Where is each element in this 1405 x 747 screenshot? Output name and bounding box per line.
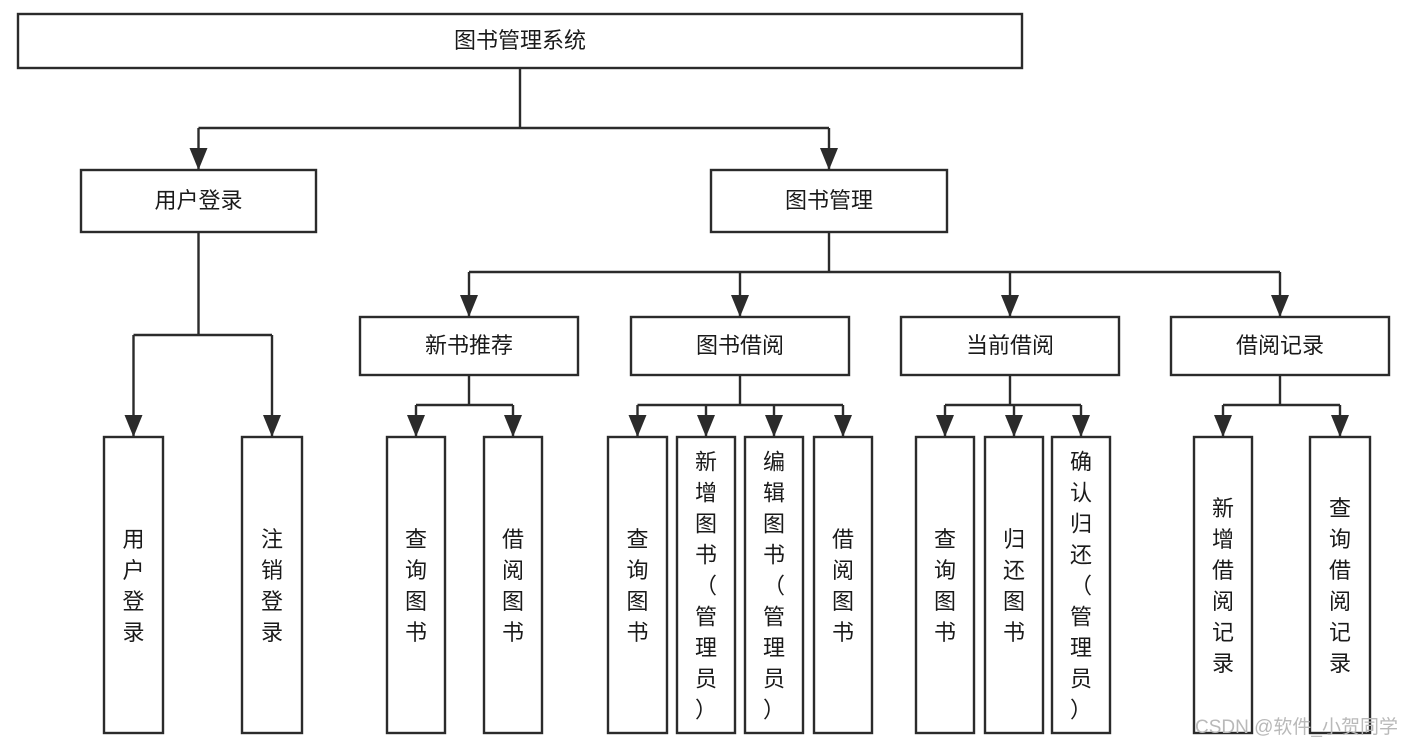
node-label-book-management: 图书管理	[785, 188, 873, 213]
node-box-new-book-recommend	[358, 315, 580, 377]
node-label-leaf-edit-book: 编辑图书（管理员）	[763, 450, 785, 723]
connector-borrow-to-leaves	[628, 375, 852, 437]
node-leaf-return-book[interactable]: 归还图书	[983, 435, 1045, 735]
node-box-leaf-add-record	[1192, 435, 1254, 735]
node-label-current-borrow: 当前借阅	[966, 333, 1054, 358]
node-leaf-add-book[interactable]: 新增图书（管理员）	[675, 435, 737, 735]
node-label-leaf-query-book-borrow: 查询图书	[626, 527, 648, 645]
arrow-head-icon	[834, 415, 852, 437]
arrow-head-icon	[1331, 415, 1349, 437]
node-label-new-book-recommend: 新书推荐	[425, 333, 513, 358]
node-user-login[interactable]: 用户登录	[79, 168, 318, 234]
node-leaf-logout[interactable]: 注销登录	[240, 435, 304, 735]
node-new-book-recommend[interactable]: 新书推荐	[358, 315, 580, 377]
node-leaf-user-login[interactable]: 用户登录	[102, 435, 165, 735]
node-leaf-add-record[interactable]: 新增借阅记录	[1192, 435, 1254, 735]
node-current-borrow[interactable]: 当前借阅	[899, 315, 1121, 377]
node-leaf-query-book-current[interactable]: 查询图书	[914, 435, 976, 735]
connector-record-to-leaves	[1214, 375, 1349, 437]
connector-root-to-level2	[189, 68, 838, 170]
diagram-nodes-layer: 图书管理系统用户登录图书管理新书推荐图书借阅当前借阅借阅记录用户登录注销登录查询…	[16, 12, 1391, 735]
node-label-leaf-query-record: 查询借阅记录	[1329, 496, 1351, 676]
node-book-borrow[interactable]: 图书借阅	[629, 315, 851, 377]
connector-bookmgmt-to-level3	[460, 232, 1289, 317]
arrow-head-icon	[1001, 295, 1019, 317]
arrow-head-icon	[124, 415, 143, 437]
node-box-leaf-return-book	[983, 435, 1045, 735]
arrow-head-icon	[1072, 415, 1090, 437]
connector-current-to-leaves	[936, 375, 1090, 437]
node-leaf-confirm-return[interactable]: 确认归还（管理员）	[1050, 435, 1112, 735]
node-label-borrow-record: 借阅记录	[1236, 333, 1324, 358]
node-label-leaf-add-book: 新增图书（管理员）	[695, 450, 717, 723]
node-label-leaf-add-record: 新增借阅记录	[1212, 496, 1234, 676]
node-label-root: 图书管理系统	[454, 28, 586, 53]
node-leaf-borrow-book-rec[interactable]: 借阅图书	[482, 435, 544, 735]
node-box-book-management	[709, 168, 949, 234]
csdn-watermark: CSDN @软件_小贺同学	[1195, 716, 1398, 738]
node-box-current-borrow	[899, 315, 1121, 377]
arrow-head-icon	[628, 415, 647, 437]
arrow-head-icon	[697, 415, 715, 437]
node-borrow-record[interactable]: 借阅记录	[1169, 315, 1391, 377]
node-box-borrow-record	[1169, 315, 1391, 377]
arrow-head-icon	[407, 415, 425, 437]
arrow-head-icon	[1271, 295, 1289, 317]
arrow-head-icon	[263, 415, 281, 437]
node-leaf-query-book-rec[interactable]: 查询图书	[385, 435, 447, 735]
arrow-head-icon	[1005, 415, 1023, 437]
arrow-head-icon	[936, 415, 954, 437]
node-box-user-login	[79, 168, 318, 234]
node-box-leaf-confirm-return	[1050, 435, 1112, 735]
node-label-leaf-borrow-book: 借阅图书	[832, 527, 854, 645]
node-leaf-edit-book[interactable]: 编辑图书（管理员）	[743, 435, 805, 735]
node-box-leaf-query-book-borrow	[606, 435, 669, 735]
node-box-leaf-edit-book	[743, 435, 805, 735]
connector-userlogin-to-leaves	[124, 232, 281, 437]
node-label-leaf-return-book: 归还图书	[1003, 527, 1025, 645]
node-box-leaf-query-record	[1308, 435, 1372, 735]
node-label-book-borrow: 图书借阅	[696, 333, 784, 358]
node-box-root	[16, 12, 1024, 70]
arrow-head-icon	[820, 148, 838, 170]
node-label-leaf-user-login: 用户登录	[122, 527, 144, 645]
node-book-management[interactable]: 图书管理	[709, 168, 949, 234]
arrow-head-icon	[189, 148, 208, 170]
node-label-leaf-borrow-book-rec: 借阅图书	[502, 527, 524, 645]
node-label-leaf-query-book-current: 查询图书	[934, 527, 956, 645]
node-root[interactable]: 图书管理系统	[16, 12, 1024, 70]
node-label-leaf-logout: 注销登录	[261, 527, 283, 645]
connector-edges-layer	[124, 68, 1349, 437]
node-leaf-query-book-borrow[interactable]: 查询图书	[606, 435, 669, 735]
node-label-leaf-confirm-return: 确认归还（管理员）	[1070, 450, 1092, 723]
node-box-leaf-borrow-book	[812, 435, 874, 735]
node-box-book-borrow	[629, 315, 851, 377]
node-box-leaf-borrow-book-rec	[482, 435, 544, 735]
arrow-head-icon	[765, 415, 783, 437]
node-box-leaf-user-login	[102, 435, 165, 735]
arrow-head-icon	[1214, 415, 1232, 437]
node-box-leaf-query-book-current	[914, 435, 976, 735]
node-label-user-login: 用户登录	[154, 188, 242, 213]
arrow-head-icon	[504, 415, 522, 437]
node-leaf-query-record[interactable]: 查询借阅记录	[1308, 435, 1372, 735]
node-box-leaf-add-book	[675, 435, 737, 735]
node-box-leaf-logout	[240, 435, 304, 735]
node-box-leaf-query-book-rec	[385, 435, 447, 735]
arrow-head-icon	[731, 295, 749, 317]
connector-recommend-to-leaves	[407, 375, 522, 437]
node-label-leaf-query-book-rec: 查询图书	[405, 527, 427, 645]
node-leaf-borrow-book[interactable]: 借阅图书	[812, 435, 874, 735]
arrow-head-icon	[460, 295, 478, 317]
